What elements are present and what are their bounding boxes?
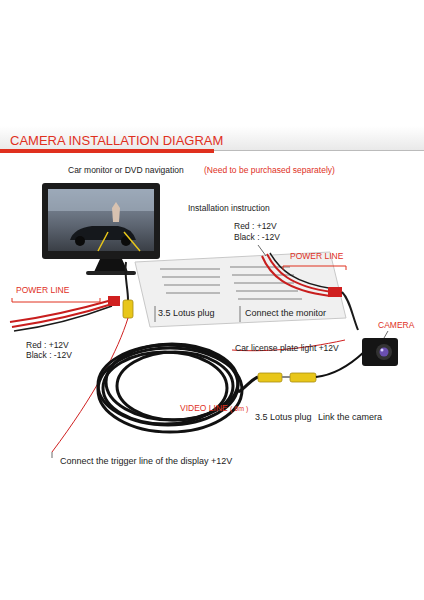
wire-label: Red : +12V [26,341,69,350]
camera-cable [316,352,364,377]
wire-label: Black : -12V [26,351,72,360]
leader-line [52,452,53,458]
cable-label: VIDEO LINE [180,404,228,413]
cable-label: POWER LINE [16,286,69,295]
bracket [12,298,100,302]
coiled-cable [98,344,258,432]
note: (Need to be purchased separately) [204,166,335,175]
plug-label: 3.5 Lotus plug [158,309,215,319]
wire-label: Black : -12V [234,233,280,242]
plug-joint [282,376,290,378]
note: Link the camera [318,413,382,423]
header-band [0,126,424,150]
rca-plug [123,300,133,318]
leader-line [258,245,266,256]
wire-label: Car license plate light +12V [235,344,339,353]
leader-line [384,331,388,338]
rca-plug [290,373,316,382]
dimension: ( 6m ) [230,405,248,413]
camera-illustration [362,338,398,366]
diagram-title: CAMERA INSTALLATION DIAGRAM [10,134,223,148]
instruction-manual [135,252,346,327]
video-cable [125,262,128,300]
note: Connect the trigger line of the display … [60,457,232,467]
plug-label: 3.5 Lotus plug [255,413,312,423]
rca-plug [258,373,282,382]
cable-label: POWER LINE [290,252,343,261]
component-label: Car monitor or DVD navigation [68,166,184,175]
divider [155,306,240,322]
power-cable-left [10,296,120,331]
wire-label: Red : +12V [234,222,277,231]
header-accent [0,149,214,153]
note: Connect the monitor [245,309,326,319]
bracket [283,266,346,270]
component-label: CAMERA [378,321,414,330]
component-label: Installation instruction [188,204,270,213]
power-cable-right [262,253,358,330]
